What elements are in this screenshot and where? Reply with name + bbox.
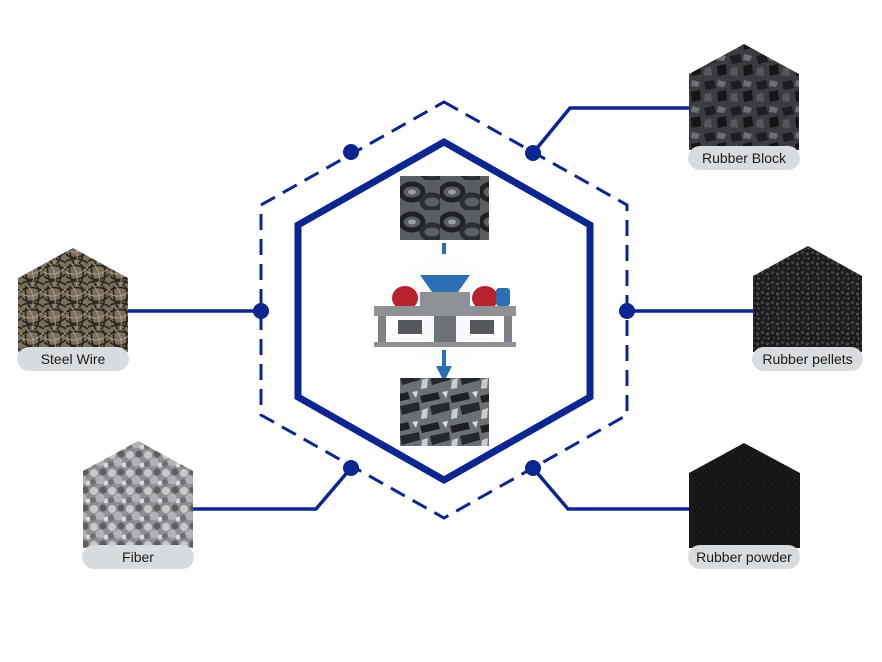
fiber-label: Fiber (82, 545, 194, 569)
rubber-pellets-label: Rubber pellets (752, 347, 863, 371)
process-flow (374, 176, 516, 446)
shredder-machine-image (374, 254, 516, 366)
steel-wire-label: Steel Wire (17, 347, 129, 371)
inner-hexagon (294, 137, 594, 485)
rubber-block-image (689, 44, 799, 150)
rubber-pellets-image (753, 246, 862, 352)
product-images (18, 44, 862, 548)
connector-dot (343, 144, 359, 160)
outer-dashed-hexagon (259, 100, 629, 520)
connector-fiber (192, 466, 353, 511)
steel-wire-image (18, 248, 128, 352)
fiber-image (83, 441, 193, 548)
rubber-powder-image (689, 443, 800, 548)
scrap-tires-image (400, 176, 489, 240)
connector-dot (343, 460, 359, 476)
connector-rubber-powder (531, 466, 690, 511)
connector-dot (525, 460, 541, 476)
connector-dot (525, 145, 541, 161)
rubber-block-label: Rubber Block (688, 146, 800, 170)
connector-dot (253, 303, 269, 319)
connector-rubber-block (531, 106, 690, 155)
shredded-tires-image (400, 378, 489, 446)
connector-dots (253, 144, 635, 476)
connector-dot (619, 303, 635, 319)
rubber-powder-label: Rubber powder (688, 545, 800, 569)
connectors (128, 106, 753, 511)
